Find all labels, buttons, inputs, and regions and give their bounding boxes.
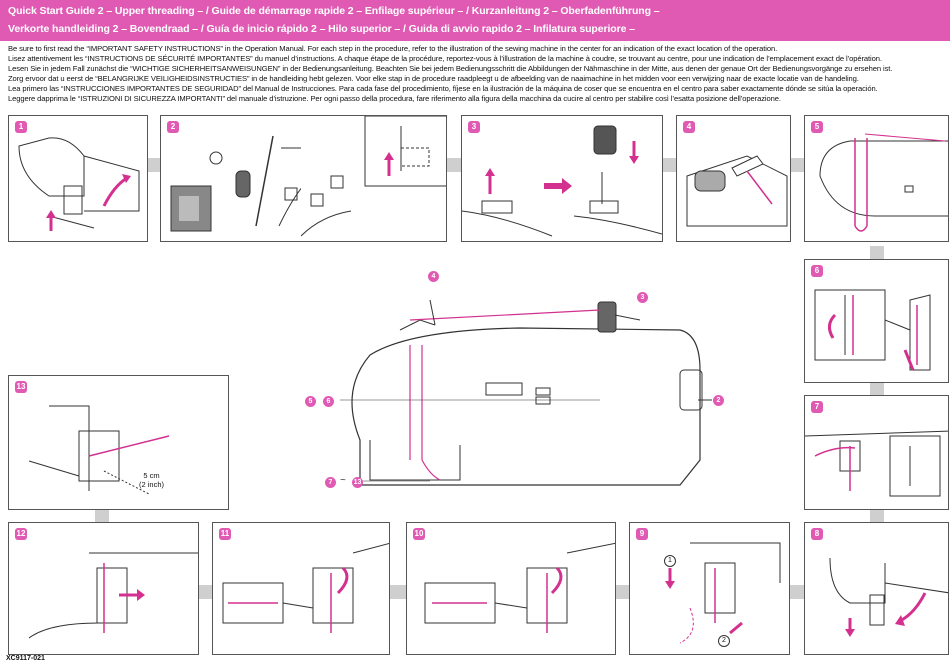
callout-3: 3: [637, 292, 648, 303]
intro-nl: Zorg ervoor dat u eerst de “BELANGRIJKE …: [8, 73, 859, 83]
step-8-illustration: [829, 557, 948, 637]
title-line-1: Quick Start Guide 2 – Upper threading – …: [8, 5, 660, 17]
intro-it: Leggere dapprima le “ISTRUZIONI DI SICUR…: [8, 93, 781, 103]
measurement-inch: (2 inch): [139, 480, 165, 489]
measurement-label: 5 cm (2 inch): [139, 471, 164, 489]
step-3-illustration: [462, 125, 662, 237]
step-6-badge: 6: [811, 265, 823, 277]
step-5-badge: 5: [811, 121, 823, 133]
connector: [870, 246, 884, 260]
step-5-panel: 5: [804, 115, 949, 242]
intro-en: Be sure to first read the “IMPORTANT SAF…: [8, 44, 778, 53]
step-10-illustration: [424, 542, 615, 633]
step-1-panel: 1: [8, 115, 148, 242]
title-banner: Quick Start Guide 2 – Upper threading – …: [0, 0, 950, 41]
connector: [447, 158, 461, 172]
connector: [147, 158, 161, 172]
step-10-badge: 10: [413, 528, 425, 540]
step-2-badge: 2: [167, 121, 179, 133]
step-12-badge: 12: [15, 528, 27, 540]
step-8-badge: 8: [811, 528, 823, 540]
callout-2: 2: [713, 395, 724, 406]
sewing-machine-overview: [340, 299, 712, 486]
step-13-badge: 13: [15, 381, 27, 393]
connector: [198, 585, 212, 599]
connector: [870, 382, 884, 396]
step-8-panel: 8: [804, 522, 949, 655]
intro-es: Lea primero las “INSTRUCCIONES IMPORTANT…: [8, 83, 878, 93]
step-9-panel: 9 1 2: [629, 522, 790, 655]
connector: [870, 509, 884, 523]
step-6-panel: 6: [804, 259, 949, 383]
callout-6: 6: [323, 396, 334, 407]
step-4-illustration: [686, 155, 788, 227]
step-9-label-1: 1: [664, 555, 676, 567]
step-7-illustration: [805, 430, 948, 497]
step-2-illustration: [170, 135, 301, 232]
step-11-illustration: [222, 543, 389, 633]
callout-5: 5: [305, 396, 316, 407]
callout-range-tilde: ~: [340, 475, 346, 486]
connector: [389, 585, 407, 599]
callout-4: 4: [428, 271, 439, 282]
step-4-panel: 4: [676, 115, 791, 242]
document-code: XC9117-021: [6, 655, 45, 662]
step-2-detail-panel: [301, 115, 447, 242]
title-line-2: Verkorte handleiding 2 – Bovendraad – / …: [8, 23, 635, 35]
step-7-panel: 7: [804, 395, 949, 510]
step-13-illustration: [28, 405, 170, 495]
step-4-badge: 4: [683, 121, 695, 133]
connector: [615, 585, 629, 599]
needle-position-illustration: [301, 116, 446, 237]
callout-7: 7: [325, 477, 336, 488]
connector: [95, 510, 109, 522]
step-7-badge: 7: [811, 401, 823, 413]
step-1-badge: 1: [15, 121, 27, 133]
step-3-panel: 3: [461, 115, 663, 242]
step-12-illustration: [28, 552, 198, 639]
step-11-panel: 11: [212, 522, 390, 655]
measurement-cm: 5 cm: [143, 471, 160, 480]
intro-text: Be sure to first read the “IMPORTANT SAF…: [8, 44, 948, 103]
step-9-illustration: [665, 542, 781, 644]
step-9-label-2: 2: [718, 635, 730, 647]
step-1-illustration: [18, 137, 140, 231]
step-10-panel: 10: [406, 522, 616, 655]
step-6-illustration: [814, 289, 931, 371]
step-9-badge: 9: [636, 528, 648, 540]
intro-fr: Lisez attentivement les “INSTRUCTIONS DE…: [8, 53, 882, 63]
connector: [790, 158, 804, 172]
step-13-panel: 13 5 cm (2 inch): [8, 375, 229, 510]
callout-13: 13: [352, 477, 363, 488]
intro-de: Lesen Sie in jedem Fall zunächst die “WI…: [8, 63, 893, 73]
connector: [789, 585, 804, 599]
step-12-panel: 12: [8, 522, 199, 655]
step-11-badge: 11: [219, 528, 231, 540]
connector: [662, 158, 676, 172]
step-3-badge: 3: [468, 121, 480, 133]
step-5-illustration: [819, 133, 948, 232]
step-2-panel: 2: [160, 115, 302, 242]
